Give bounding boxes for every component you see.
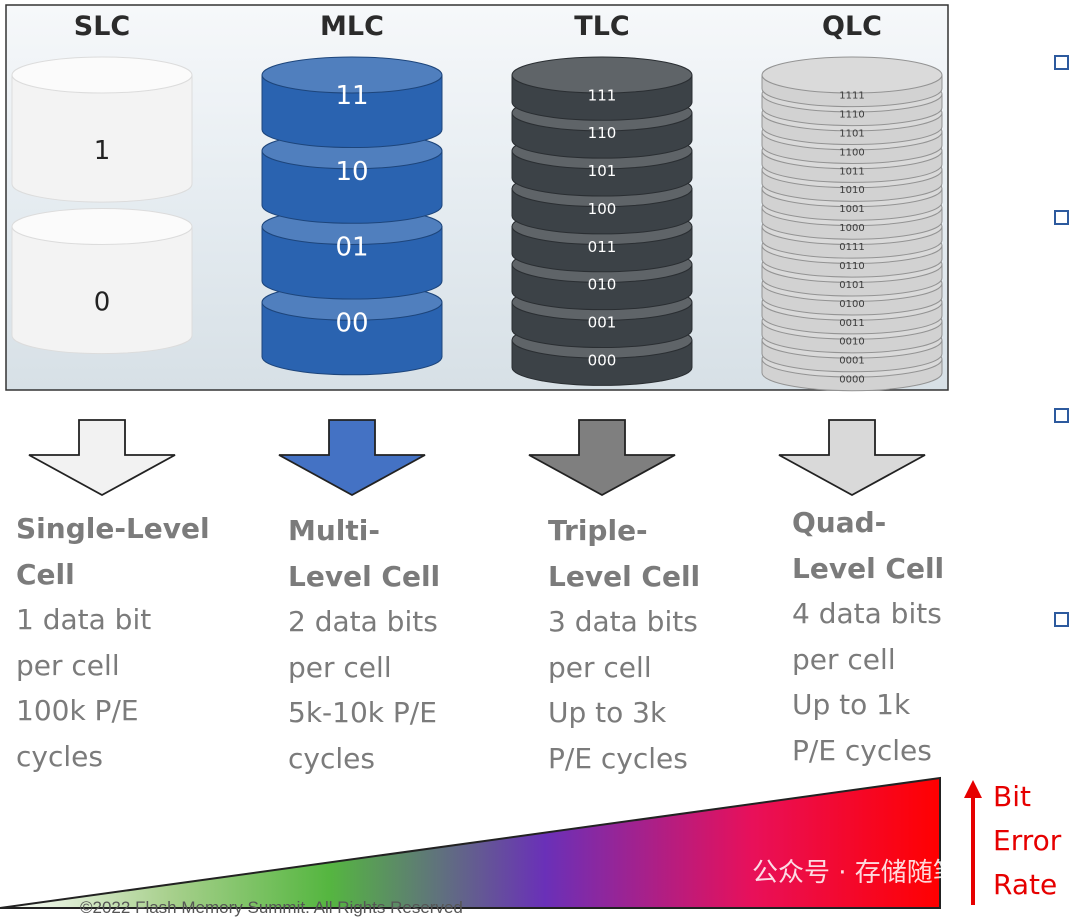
level-label-qlc-4: 1011 [839,166,864,177]
stack-tlc: 000 001 010 011 100 101 110 111 [511,56,693,386]
layer-side-mlc-0 [261,74,443,149]
desc-line-mlc-1: per cell [288,650,392,684]
layer-side-slc-0 [11,74,193,203]
level-label-mlc-2: 01 [335,233,368,263]
title-line-slc-0: Single-Level [16,512,210,545]
desc-line-slc-0: 1 data bit [16,603,152,636]
level-label-qlc-5: 1010 [839,185,864,196]
stack-mlc: 00 01 10 11 [261,56,443,376]
level-label-slc-1: 0 [94,287,111,317]
desc-line-qlc-1: per cell [792,642,896,676]
level-label-qlc-13: 0010 [839,337,864,348]
level-label-qlc-12: 0011 [839,318,864,329]
ber-label-error: Error [993,824,1062,857]
layer-top-slc-0 [11,56,193,94]
description-qlc: Quad- Level Cell 4 data bits per cell Up to … [792,500,944,773]
layer-top-slc-1 [11,208,193,245]
title-line-qlc-1: Level Cell [792,551,945,585]
desc-line-tlc-0: 3 data bits [548,605,698,638]
bullet-checkbox-1 [1054,55,1069,70]
title-line-slc-1: Cell [16,557,75,591]
ber-label-rate: Rate [993,868,1058,901]
level-label-mlc-0: 11 [335,81,368,111]
title-line-qlc-0: Quad- [792,506,887,539]
down-arrows [28,419,926,497]
level-label-qlc-6: 1001 [839,204,864,215]
level-label-qlc-7: 1000 [839,223,864,234]
level-label-tlc-3: 100 [588,200,617,218]
level-label-qlc-1: 1110 [839,109,864,120]
bullet-checkbox-3 [1054,408,1069,423]
layer-side-mlc-1 [261,150,443,224]
level-label-tlc-7: 000 [588,351,617,369]
desc-line-mlc-3: cycles [288,741,375,775]
level-label-qlc-10: 0101 [839,280,864,291]
desc-line-slc-3: cycles [16,739,103,773]
level-label-qlc-9: 0110 [839,261,864,272]
level-label-qlc-3: 1100 [839,147,864,158]
heading-qlc: QLC [822,11,882,42]
layer-top-tlc-0 [511,56,693,94]
cell-stacks: 0100011011000001010011100101110111000000… [11,56,943,392]
desc-line-mlc-2: 5k-10k P/E [288,696,437,729]
watermark: 公众号 · 存储随笔 [752,858,959,888]
bullet-checkbox-4 [1054,612,1069,627]
level-label-slc-0: 1 [94,136,111,166]
desc-line-tlc-2: Up to 3k [548,696,667,729]
desc-line-slc-2: 100k P/E [16,694,139,727]
bullet-checkbox-2 [1054,210,1069,225]
level-label-tlc-0: 111 [588,86,617,104]
layer-side-slc-1 [11,226,193,355]
level-label-tlc-6: 001 [588,314,617,332]
level-label-qlc-0: 1111 [839,91,864,102]
layer-side-mlc-2 [261,226,443,300]
layer-top-mlc-0 [261,56,443,94]
level-label-tlc-5: 010 [588,276,617,294]
layer-side-mlc-3 [261,301,443,376]
stack-slc: 01 [11,56,193,355]
arrow-qlc [778,419,926,497]
level-label-qlc-8: 0111 [839,242,864,253]
heading-slc: SLC [74,11,130,42]
desc-line-tlc-3: P/E cycles [548,741,688,775]
description-tlc: Triple- Level Cell 3 data bits per cell Up t… [548,508,700,781]
bit-error-rate-wedge [0,776,941,909]
desc-line-slc-1: per cell [16,648,120,682]
column-headings: SLC MLC TLC QLC [74,11,882,42]
title-line-mlc-0: Multi- [288,514,380,547]
title-line-tlc-0: Triple- [548,514,648,547]
level-label-qlc-14: 0001 [839,356,864,367]
arrow-slc [28,419,176,497]
layer-top-qlc-0 [761,56,943,94]
desc-line-mlc-0: 2 data bits [288,605,438,638]
desc-line-qlc-0: 4 data bits [792,597,942,630]
level-label-tlc-1: 110 [588,124,617,142]
level-label-mlc-3: 00 [335,308,368,338]
stack-qlc: 0000 0001 0010 0011 0100 0101 0110 0111 1000 1001… [761,56,943,392]
desc-line-qlc-3: P/E cycles [792,733,932,767]
ber-arrow-head [964,780,982,798]
description-mlc: Multi- Level Cell 2 data bits per cell 5k-10… [288,508,440,781]
arrow-mlc [278,419,426,497]
level-label-qlc-11: 0100 [839,299,864,310]
ber-label-bit: Bit [993,780,1031,813]
level-label-qlc-2: 1101 [839,128,864,139]
level-label-tlc-2: 101 [588,162,617,180]
desc-line-tlc-1: per cell [548,650,652,684]
level-label-tlc-4: 011 [588,238,617,256]
arrow-tlc [528,419,676,497]
heading-tlc: TLC [574,11,629,42]
level-label-mlc-1: 10 [335,157,368,187]
title-line-tlc-1: Level Cell [548,559,701,593]
heading-mlc: MLC [320,11,384,42]
level-label-qlc-15: 0000 [839,375,864,386]
title-line-mlc-1: Level Cell [288,559,441,593]
footer-copyright: ©2022 Flash Memory Summit. All Rights Re… [80,898,463,917]
desc-line-qlc-2: Up to 1k [792,688,911,721]
